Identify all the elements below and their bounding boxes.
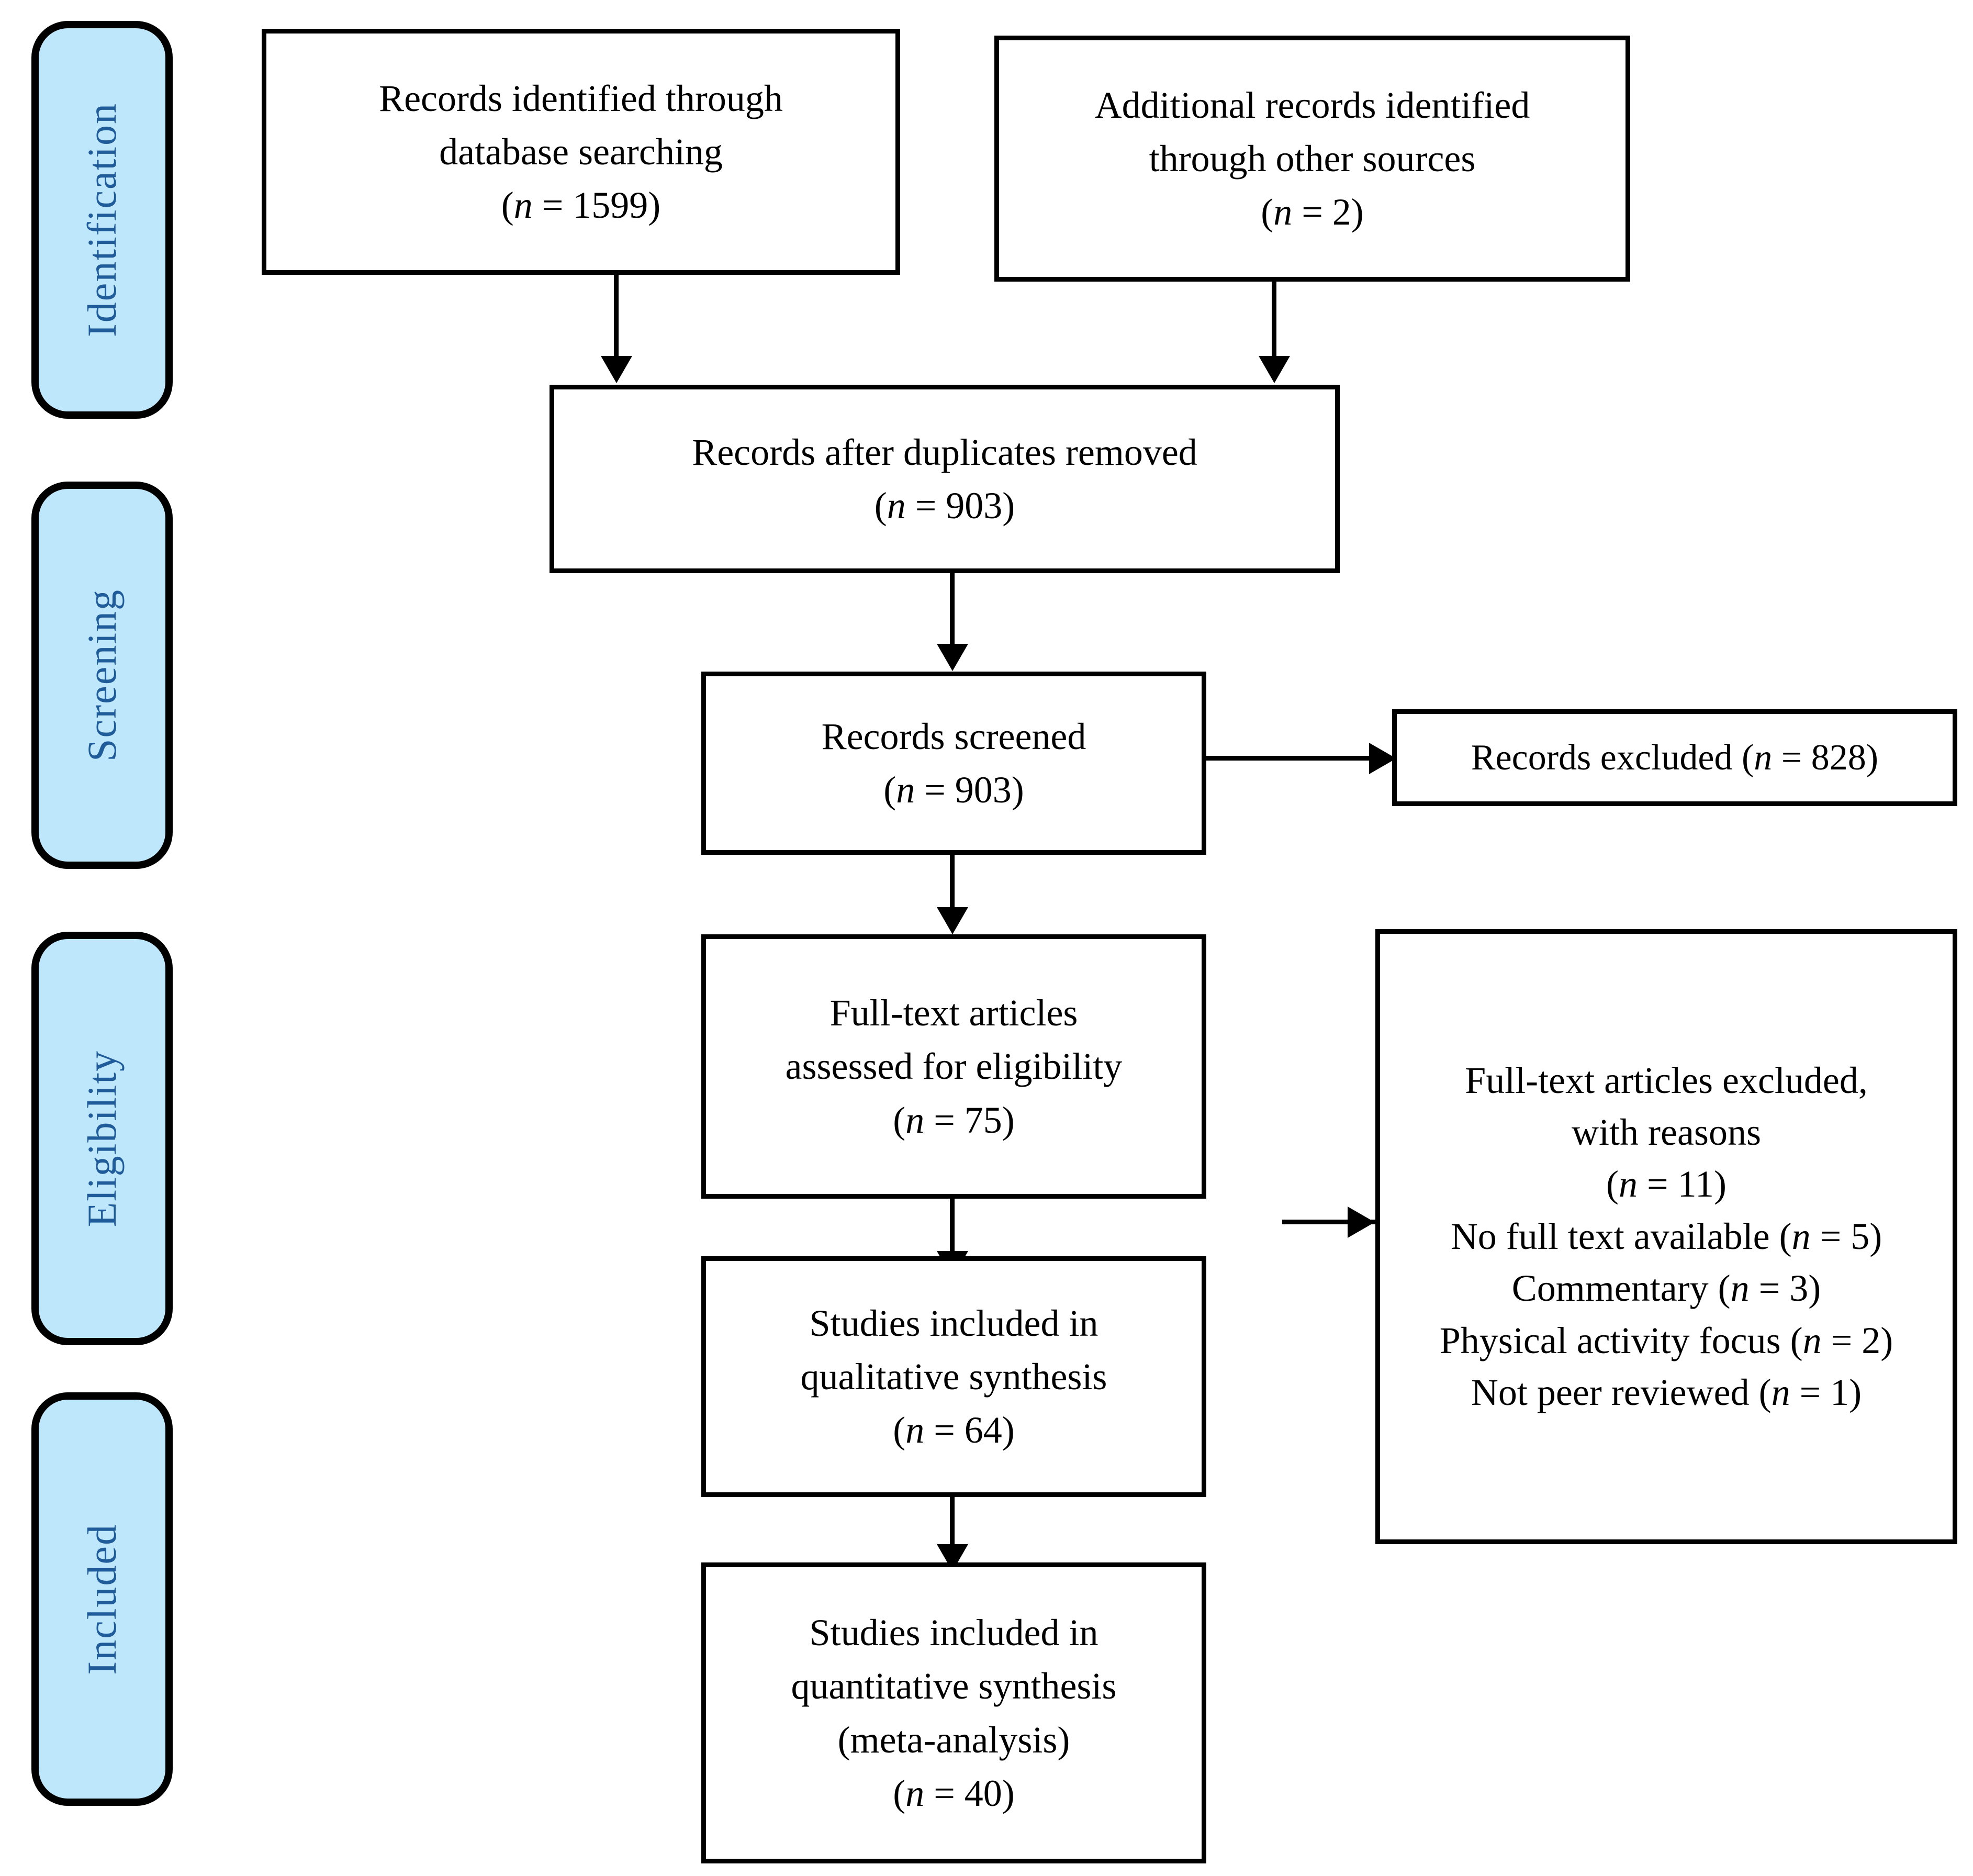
count-value: 1599 bbox=[573, 184, 648, 227]
connector-duplicates-to-screened bbox=[950, 573, 955, 644]
italic-n: n bbox=[1791, 1215, 1811, 1257]
exclusion-reason-3-n: 2 bbox=[1862, 1319, 1881, 1361]
italic-n: n bbox=[905, 1772, 925, 1814]
phase-identification: Identification bbox=[31, 21, 173, 419]
node-database-records: Records identified through database sear… bbox=[262, 29, 900, 275]
node-records-excluded: Records excluded (n = 828) bbox=[1392, 709, 1957, 806]
exclusion-reason-3-label: Physical activity focus bbox=[1439, 1319, 1781, 1361]
node-fulltext-excluded: Full-text articles excluded, with reason… bbox=[1375, 929, 1957, 1544]
italic-n: n bbox=[1619, 1163, 1638, 1205]
exclusion-reason-4-n: 1 bbox=[1830, 1371, 1849, 1413]
connector-qualitative-to-quantitative bbox=[950, 1497, 955, 1544]
italic-n: n bbox=[1802, 1319, 1822, 1361]
node-qualitative-synthesis-line2: qualitative synthesis bbox=[800, 1355, 1107, 1398]
node-qualitative-synthesis-line1: Studies included in bbox=[809, 1302, 1098, 1344]
node-records-screened-line1: Records screened bbox=[821, 715, 1086, 757]
count-value: 64 bbox=[964, 1409, 1002, 1451]
node-other-records-count: (n = 2) bbox=[1261, 191, 1364, 233]
italic-n: n bbox=[513, 184, 533, 227]
node-other-records-line2: through other sources bbox=[1149, 137, 1476, 180]
phase-included-label: Included bbox=[79, 1523, 125, 1675]
node-database-records-line2: database searching bbox=[439, 130, 723, 173]
count-value: 75 bbox=[964, 1099, 1002, 1141]
exclusion-reason-2-label: Commentary bbox=[1511, 1267, 1709, 1310]
exclusion-reason-4: Not peer reviewed (n = 1) bbox=[1471, 1371, 1862, 1413]
node-quantitative-synthesis-line2: quantitative synthesis bbox=[791, 1665, 1117, 1707]
node-fulltext-excluded-count: (n = 11) bbox=[1606, 1163, 1727, 1205]
phase-screening: Screening bbox=[31, 482, 173, 869]
arrowhead-screened-to-excluded bbox=[1369, 743, 1396, 774]
phase-identification-label: Identification bbox=[79, 102, 125, 338]
node-after-duplicates: Records after duplicates removed (n = 90… bbox=[550, 385, 1340, 573]
node-other-records: Additional records identified through ot… bbox=[994, 36, 1630, 282]
connector-other-to-duplicates bbox=[1272, 279, 1276, 356]
arrowhead-other-to-duplicates bbox=[1259, 356, 1290, 383]
node-quantitative-synthesis-line3: (meta-analysis) bbox=[837, 1718, 1070, 1761]
node-after-duplicates-line1: Records after duplicates removed bbox=[692, 431, 1197, 473]
node-quantitative-synthesis-count: (n = 40) bbox=[893, 1772, 1015, 1814]
node-qualitative-synthesis: Studies included in qualitative synthesi… bbox=[701, 1256, 1206, 1497]
count-value: 40 bbox=[964, 1772, 1002, 1814]
italic-n: n bbox=[1771, 1371, 1790, 1413]
italic-n: n bbox=[905, 1099, 925, 1141]
connector-database-to-duplicates bbox=[614, 272, 619, 356]
arrowhead-duplicates-to-screened bbox=[937, 644, 968, 671]
node-records-screened: Records screened (n = 903) bbox=[701, 672, 1206, 855]
records-excluded-lead: Records excluded ( bbox=[1471, 737, 1754, 778]
connector-fulltext-to-qualitative bbox=[950, 1199, 955, 1251]
node-quantitative-synthesis: Studies included in quantitative synthes… bbox=[701, 1562, 1206, 1863]
count-eq: = bbox=[532, 184, 573, 227]
node-fulltext-assessed-line1: Full-text articles bbox=[829, 992, 1078, 1034]
node-after-duplicates-count: (n = 903) bbox=[874, 485, 1015, 527]
records-excluded-tail: ) bbox=[1866, 737, 1879, 778]
phase-eligibility: Eligibility bbox=[31, 932, 173, 1345]
italic-n: n bbox=[887, 485, 906, 527]
exclusion-reason-2: Commentary (n = 3) bbox=[1511, 1267, 1821, 1310]
phase-screening-label: Screening bbox=[79, 589, 125, 762]
italic-n: n bbox=[896, 769, 915, 811]
node-fulltext-excluded-line1: Full-text articles excluded, bbox=[1465, 1059, 1868, 1101]
exclusion-reason-4-label: Not peer reviewed bbox=[1471, 1371, 1750, 1413]
phase-included: Included bbox=[31, 1392, 173, 1806]
phase-eligibility-label: Eligibility bbox=[79, 1049, 125, 1227]
node-records-excluded-text: Records excluded (n = 828) bbox=[1471, 732, 1878, 784]
connector-screened-to-fulltext bbox=[950, 855, 955, 907]
count-value: 11 bbox=[1677, 1163, 1714, 1205]
node-records-screened-count: (n = 903) bbox=[883, 769, 1024, 811]
italic-n: n bbox=[905, 1409, 925, 1451]
node-database-records-count: (n = 1599) bbox=[501, 184, 661, 227]
exclusion-reason-1-label: No full text available bbox=[1450, 1215, 1770, 1257]
italic-n: n bbox=[1730, 1267, 1750, 1310]
count-value: 903 bbox=[946, 485, 1003, 527]
exclusion-reason-2-n: 3 bbox=[1789, 1267, 1809, 1310]
italic-n: n bbox=[1754, 737, 1773, 778]
count-value: 903 bbox=[955, 769, 1012, 811]
connector-to-fulltext-excluded bbox=[1282, 1220, 1376, 1224]
node-fulltext-assessed-line2: assessed for eligibility bbox=[785, 1045, 1123, 1088]
node-fulltext-excluded-line2: with reasons bbox=[1572, 1111, 1761, 1154]
node-fulltext-assessed: Full-text articles assessed for eligibil… bbox=[701, 934, 1206, 1199]
arrowhead-database-to-duplicates bbox=[601, 356, 632, 383]
exclusion-reason-3: Physical activity focus (n = 2) bbox=[1439, 1319, 1893, 1361]
italic-n: n bbox=[1273, 191, 1293, 233]
node-database-records-line1: Records identified through bbox=[379, 77, 783, 119]
arrowhead-screened-to-fulltext bbox=[937, 907, 968, 934]
records-excluded-value: = 828 bbox=[1772, 737, 1866, 778]
exclusion-reason-1: No full text available (n = 5) bbox=[1450, 1215, 1882, 1257]
connector-screened-to-excluded bbox=[1206, 756, 1374, 761]
exclusion-reason-1-n: 5 bbox=[1851, 1215, 1870, 1257]
node-qualitative-synthesis-count: (n = 64) bbox=[893, 1409, 1015, 1451]
node-quantitative-synthesis-line1: Studies included in bbox=[809, 1612, 1098, 1654]
arrowhead-to-fulltext-excluded bbox=[1348, 1207, 1375, 1238]
node-fulltext-assessed-count: (n = 75) bbox=[893, 1099, 1015, 1141]
count-value: 2 bbox=[1332, 191, 1351, 233]
node-other-records-line1: Additional records identified bbox=[1094, 84, 1530, 126]
